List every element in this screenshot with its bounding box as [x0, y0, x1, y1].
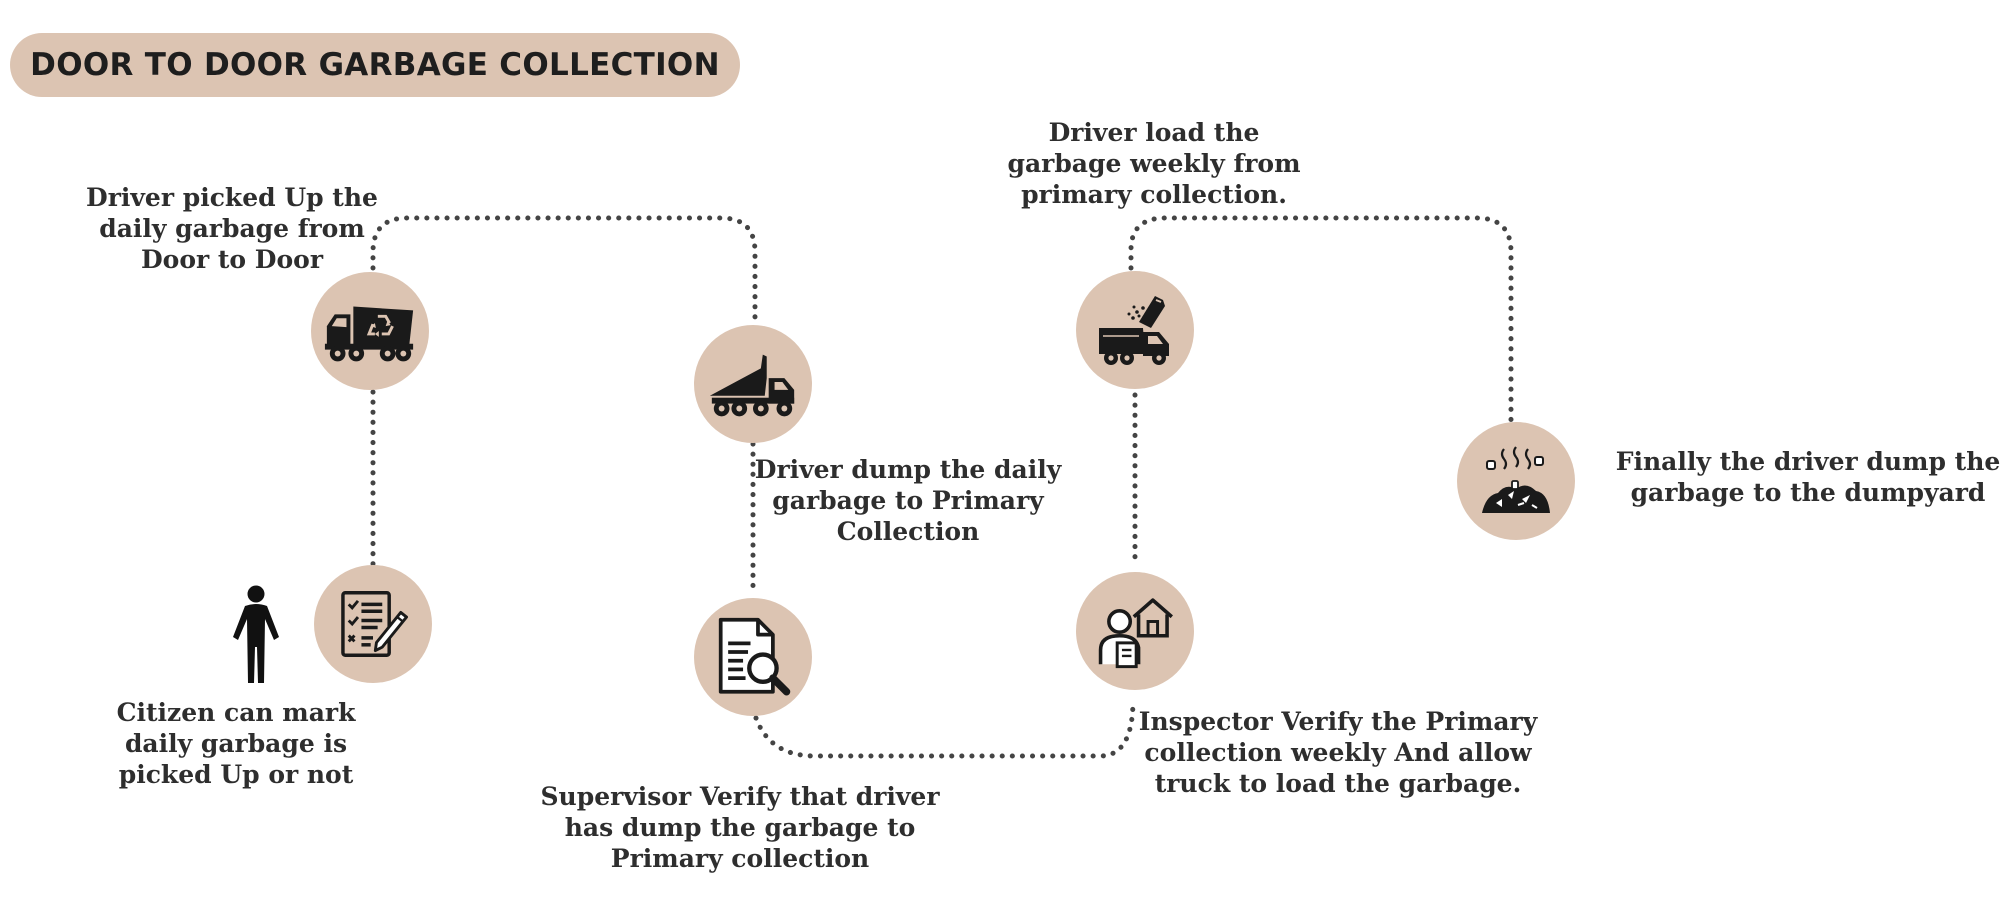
connector-pickup-to-dump	[370, 215, 758, 325]
step-driver-dump-primary-node	[694, 325, 812, 443]
step-dumpyard-label: Finally the driver dump the garbage to t…	[1615, 447, 2000, 507]
inspector-house-icon	[1098, 598, 1173, 669]
connector-load-to-dumpyard	[1128, 215, 1514, 423]
dump-truck-icon	[709, 354, 795, 417]
connector-supervisor-to-inspector	[753, 697, 1136, 759]
step-inspector-verify-node	[1076, 572, 1194, 690]
step-driver-dump-primary-label: Driver dump the daily garbage to Primary…	[754, 455, 1062, 546]
checklist-icon	[341, 591, 408, 657]
page-title: DOOR TO DOOR GARBAGE COLLECTION	[10, 33, 740, 97]
step-driver-load-weekly-label: Driver load the garbage weekly from prim…	[1007, 118, 1301, 209]
step-dumpyard-node	[1457, 422, 1575, 540]
step-driver-pickup-node	[311, 272, 429, 390]
step-inspector-verify-label: Inspector Verify the Primary collection …	[1138, 707, 1538, 798]
step-driver-load-weekly-node	[1076, 271, 1194, 389]
document-search-icon	[718, 617, 791, 696]
person-icon	[233, 585, 279, 683]
step-supervisor-verify-node	[694, 598, 812, 716]
step-citizen-mark-label: Citizen can mark daily garbage is picked…	[116, 698, 356, 789]
step-citizen-mark-node	[314, 565, 432, 683]
step-driver-pickup-label: Driver picked Up the daily garbage from …	[86, 183, 378, 274]
step-supervisor-verify-label: Supervisor Verify that driver has dump t…	[540, 782, 940, 873]
loading-truck-icon	[1099, 296, 1169, 365]
garbage-pile-icon	[1482, 446, 1550, 513]
recycling-truck-icon	[324, 306, 414, 362]
